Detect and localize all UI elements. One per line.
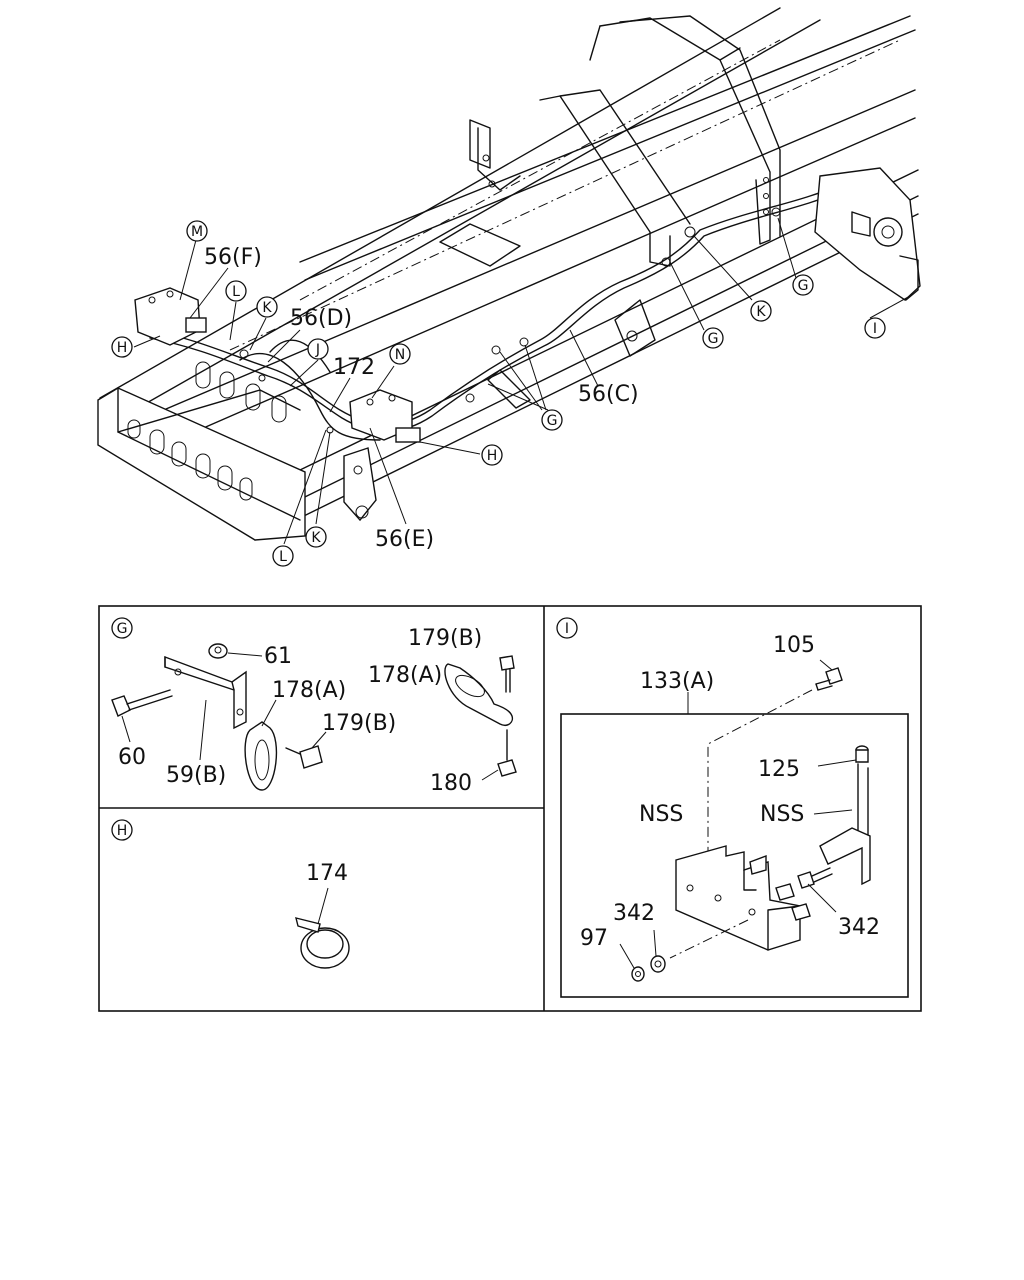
label-nss-right: NSS	[760, 802, 804, 827]
svg-text:G: G	[117, 621, 128, 637]
svg-text:N: N	[395, 347, 405, 363]
label-342-left: 342	[613, 901, 655, 926]
label-179b-right: 179(B)	[408, 626, 482, 651]
svg-text:L: L	[232, 284, 240, 300]
callout-circle-j: J	[307, 338, 329, 360]
callout-circle-h-right: H	[481, 444, 503, 466]
svg-text:G: G	[708, 331, 719, 347]
label-60: 60	[118, 745, 146, 770]
panel-h-letter: H	[111, 819, 133, 841]
callout-circle-n: N	[389, 343, 411, 365]
detail-panel-h: H	[111, 819, 350, 969]
chassis-frame-drawing	[97, 7, 919, 541]
label-56f: 56(F)	[204, 245, 262, 270]
label-179b-left: 179(B)	[322, 711, 396, 736]
label-172: 172	[333, 355, 375, 380]
callout-circle-l-bottom: L	[272, 545, 294, 567]
callout-circle-k-top: K	[256, 296, 278, 318]
svg-text:H: H	[117, 823, 128, 839]
svg-text:K: K	[311, 530, 321, 546]
panel-i-letter: I	[556, 617, 578, 639]
label-105: 105	[773, 633, 815, 658]
label-97: 97	[580, 926, 608, 951]
svg-text:H: H	[487, 448, 498, 464]
label-174: 174	[306, 861, 348, 886]
detail-panel-i: I	[556, 617, 909, 998]
svg-text:G: G	[547, 413, 558, 429]
callout-circle-g-right: G	[702, 327, 724, 349]
label-56d: 56(D)	[290, 306, 352, 331]
label-nss-left: NSS	[639, 802, 683, 827]
svg-text:K: K	[756, 304, 766, 320]
label-56e: 56(E)	[375, 527, 434, 552]
label-59b: 59(B)	[166, 763, 226, 788]
label-133a: 133(A)	[640, 669, 714, 694]
panel-g-letter: G	[111, 617, 133, 639]
label-61: 61	[264, 644, 292, 669]
brake-lines	[134, 167, 921, 443]
label-56c: 56(C)	[578, 382, 639, 407]
svg-text:G: G	[798, 278, 809, 294]
callout-circle-h-left: H	[111, 336, 133, 358]
svg-text:H: H	[117, 340, 128, 356]
label-178a-right: 178(A)	[368, 663, 442, 688]
svg-text:M: M	[191, 224, 203, 240]
label-342-right: 342	[838, 915, 880, 940]
callout-leaders	[133, 217, 911, 545]
callout-circle-k-bottom: K	[305, 526, 327, 548]
detail-panel-g: G	[111, 617, 517, 791]
svg-text:I: I	[873, 321, 877, 337]
svg-text:L: L	[279, 549, 287, 565]
label-178a-left: 178(A)	[272, 678, 346, 703]
callout-circle-l-top: L	[225, 280, 247, 302]
label-125: 125	[758, 757, 800, 782]
callout-circle-g-mid: G	[541, 409, 563, 431]
svg-text:J: J	[315, 342, 320, 358]
svg-text:K: K	[262, 300, 272, 316]
detail-panels-frame	[98, 605, 922, 1012]
callout-circle-k-right: K	[750, 300, 772, 322]
callout-circle-g-far: G	[792, 274, 814, 296]
svg-text:I: I	[565, 621, 569, 637]
label-180: 180	[430, 771, 472, 796]
callout-circle-i: I	[864, 317, 886, 339]
callout-circle-m: M	[186, 220, 208, 242]
